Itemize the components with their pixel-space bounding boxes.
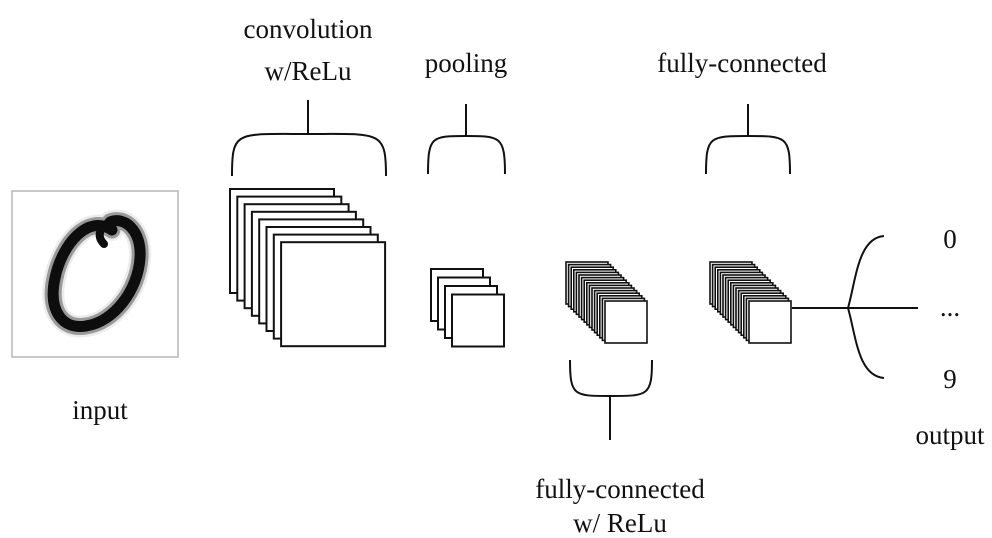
pooling-bracket [427, 104, 506, 175]
convolution-bracket [231, 100, 387, 177]
fully-connected-unit [748, 300, 792, 344]
fully-connected-top-bracket [705, 104, 791, 175]
fully-connected-bottom-label: fully-connected [535, 474, 705, 504]
convolution-relu-label: w/ReLu [265, 56, 352, 86]
fully-connected-relu-stack [565, 261, 648, 344]
input-label: input [72, 395, 128, 425]
fully-connected-stack [709, 261, 792, 344]
pooling-feature-map-stack [430, 268, 505, 348]
fully-connected-relu-bracket [569, 359, 653, 440]
fully-connected-relu-unit [604, 300, 648, 344]
convolution-feature-map-stack [229, 188, 387, 348]
input-image [11, 190, 179, 358]
fully-connected-relu-bottom-label: w/ ReLu [573, 508, 667, 538]
handwritten-zero-digit [42, 209, 152, 338]
pooling-feature-map [451, 293, 505, 348]
output-ellipsis-label: ... [940, 292, 960, 322]
convolution-feature-map [280, 241, 387, 348]
output-connector [792, 235, 918, 379]
convolution-label: convolution [244, 14, 373, 44]
pooling-label: pooling [425, 48, 508, 78]
output-class-zero-label: 0 [943, 224, 957, 254]
fully-connected-top-label: fully-connected [657, 48, 827, 78]
output-label: output [915, 420, 985, 450]
output-class-nine-label: 9 [943, 364, 957, 394]
